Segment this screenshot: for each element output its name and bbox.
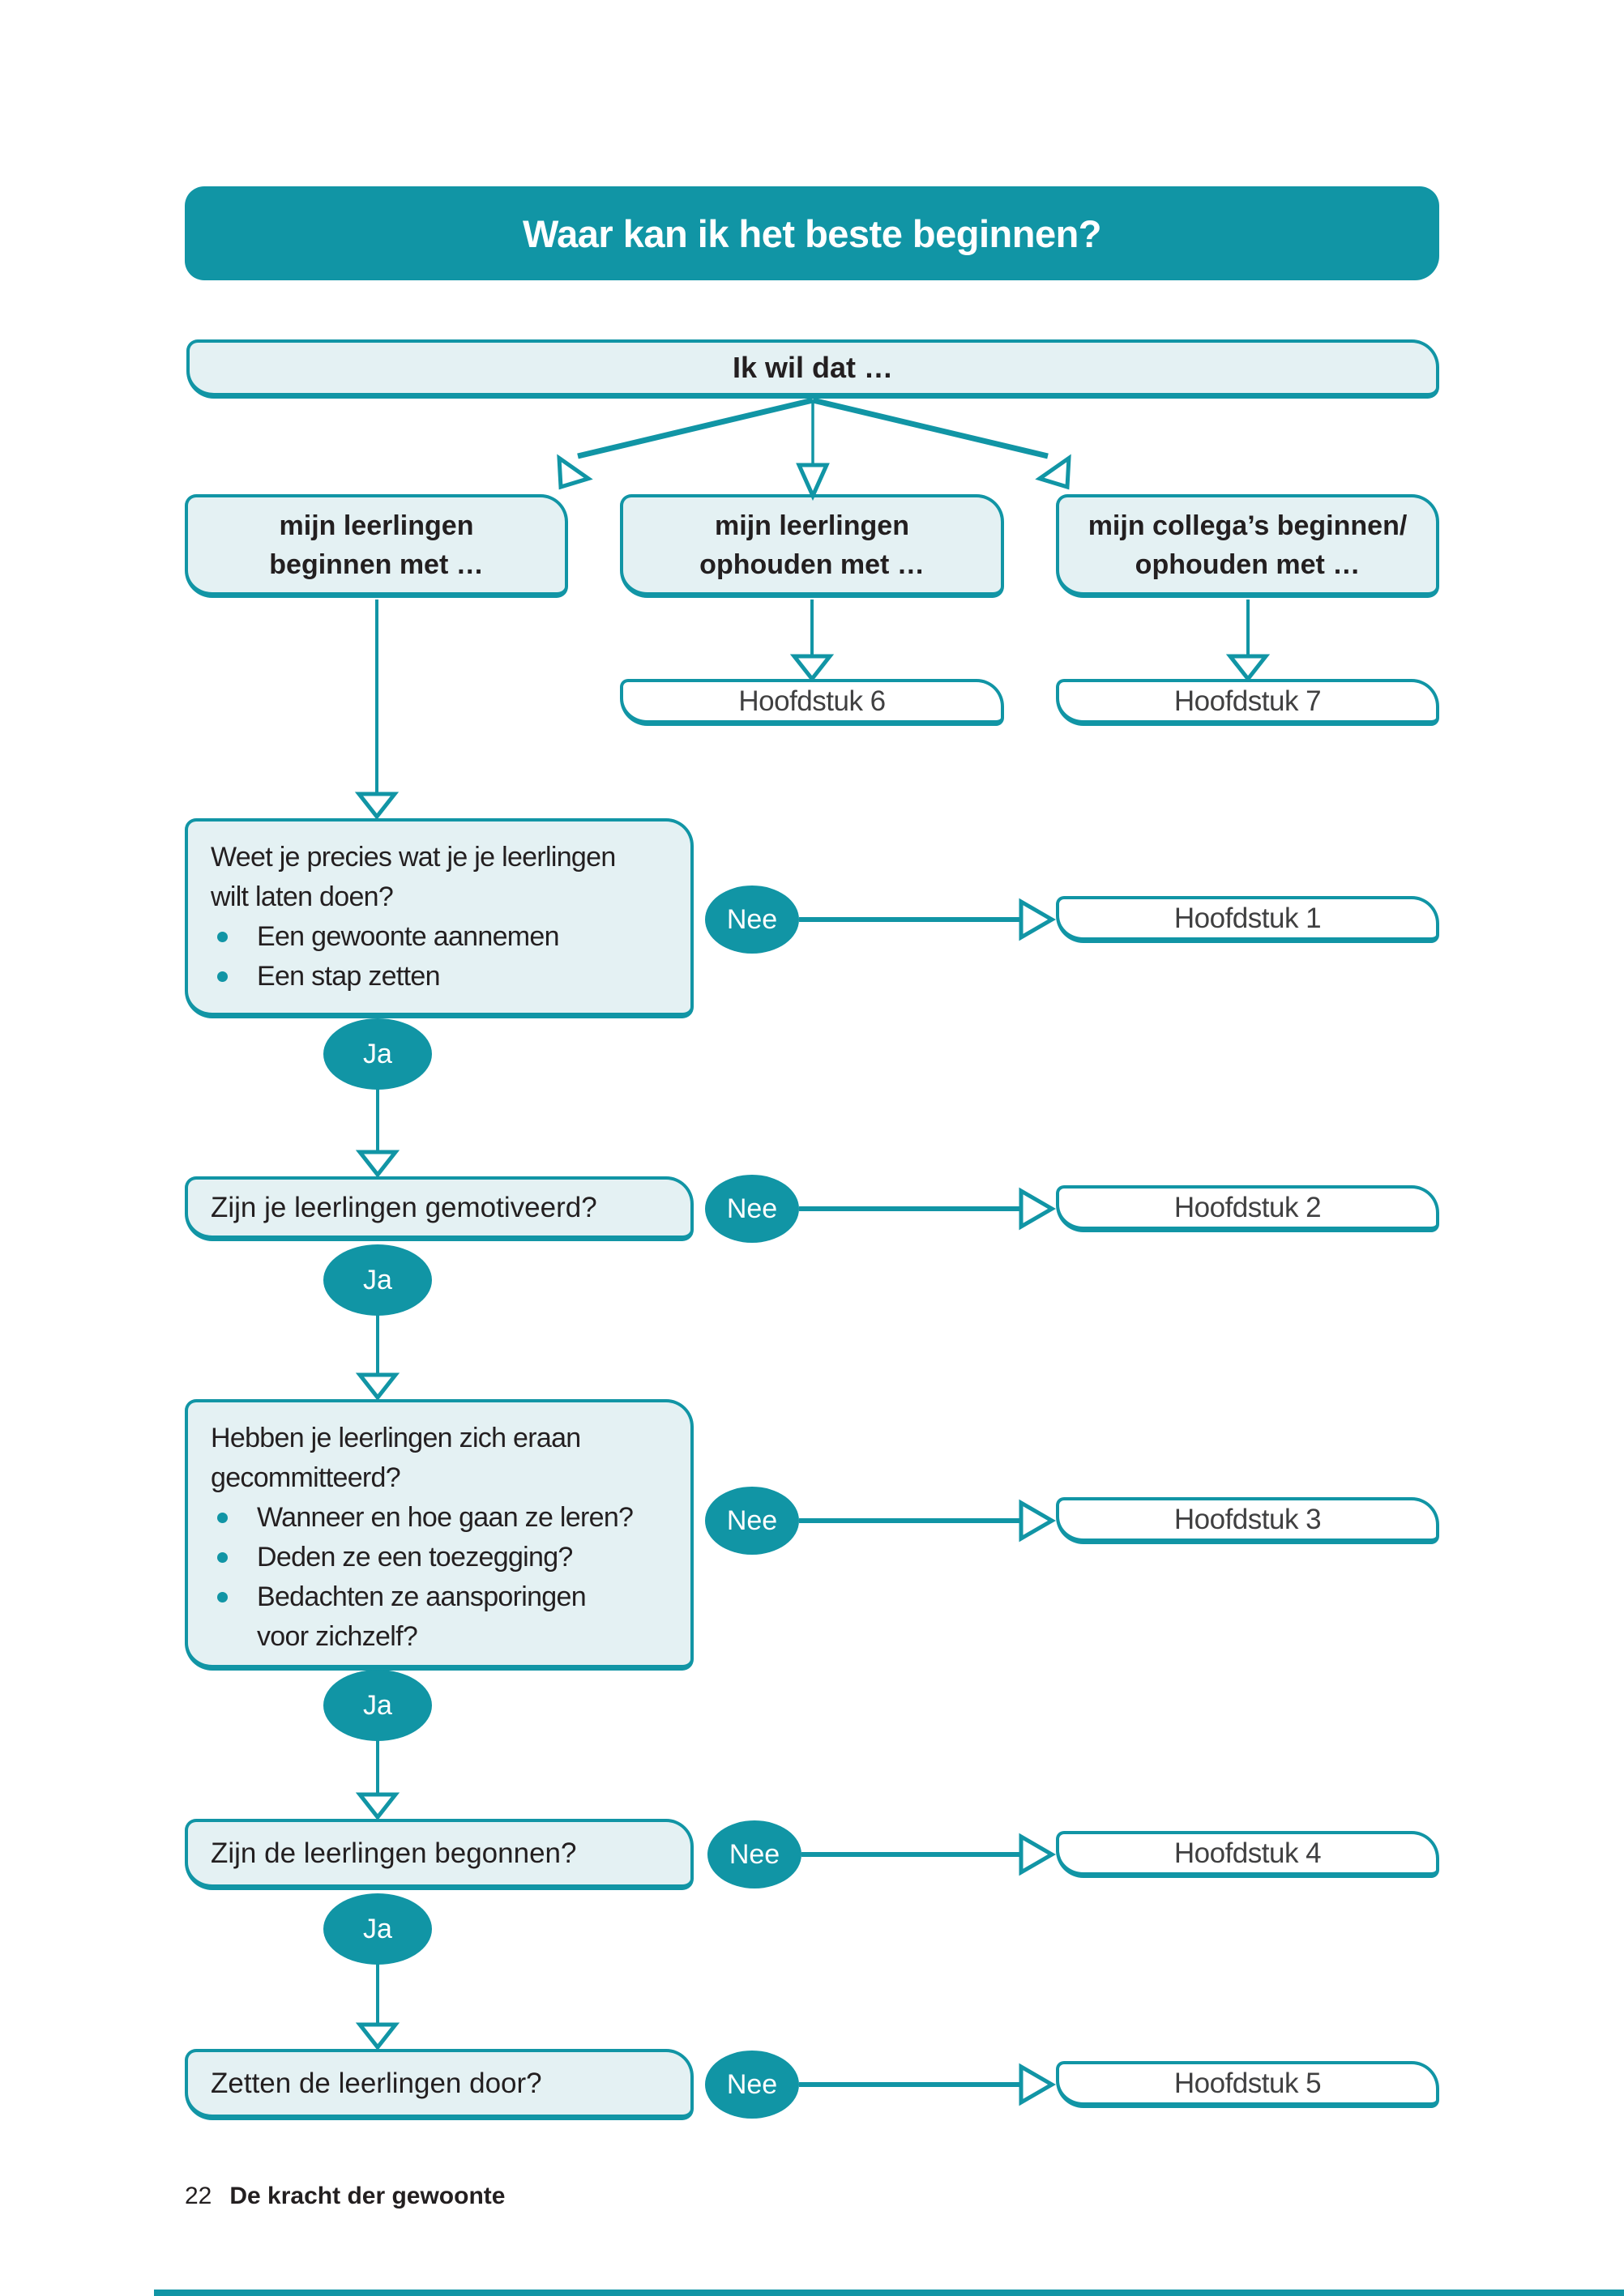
arrowhead-h7	[1225, 654, 1271, 683]
nee-oval-2: Nee	[705, 1175, 799, 1243]
connector-root-left	[577, 397, 814, 459]
chapter-label: Hoofdstuk 7	[1173, 685, 1322, 717]
chapter-label: Hoofdstuk 3	[1173, 1503, 1322, 1535]
nee-oval-1: Nee	[705, 886, 799, 954]
question-box-5: Zetten de leerlingen door?	[185, 2049, 694, 2120]
arrowhead-q1	[354, 792, 400, 821]
question-bullets: Wanneer en hoe gaan ze leren? Deden ze e…	[211, 1498, 674, 1657]
chapter-label: Hoofdstuk 4	[1173, 1837, 1322, 1869]
chapter-box-4: Hoofdstuk 4	[1056, 1831, 1439, 1878]
arrowhead-q2	[355, 1150, 400, 1179]
book-title: De kracht der gewoonte	[229, 2183, 506, 2209]
question-text: Zijn de leerlingen begonnen?	[211, 1837, 577, 1869]
question-text: Hebben je leerlingen zich eraan gecommit…	[211, 1423, 581, 1493]
ja-oval-3: Ja	[323, 1670, 432, 1741]
connector-root-right	[812, 397, 1049, 459]
bullet-icon	[217, 971, 228, 982]
question-box-1: Weet je precies wat je je leerlingen wil…	[185, 818, 694, 1018]
arrowhead-h6	[789, 654, 835, 683]
bullet-icon	[217, 1552, 228, 1563]
arrowhead-middle-branch	[796, 463, 830, 501]
arrowhead-left-branch	[557, 454, 593, 490]
chapter-box-5: Hoofdstuk 5	[1056, 2061, 1439, 2108]
chapter-box-3: Hoofdstuk 3	[1056, 1497, 1439, 1544]
bullet-icon	[217, 932, 228, 942]
bullet-icon	[217, 1513, 228, 1523]
chapter-box-1: Hoofdstuk 1	[1056, 896, 1439, 943]
branch-box-ophouden: mijn leerlingen ophouden met …	[620, 494, 1004, 598]
question-bullets: Een gewoonte aannemen Een stap zetten	[211, 917, 674, 996]
bullet-item: Een gewoonte aannemen	[211, 917, 674, 957]
question-box-4: Zijn de leerlingen begonnen?	[185, 1819, 694, 1890]
arrowhead-h2	[1019, 1187, 1056, 1231]
arrowhead-h4	[1019, 1833, 1056, 1876]
arrowhead-h1	[1019, 898, 1056, 941]
chapter-box-2: Hoofdstuk 2	[1056, 1185, 1439, 1232]
root-box: Ik wil dat …	[186, 339, 1439, 399]
chapter-label: Hoofdstuk 1	[1173, 902, 1322, 934]
question-text: Zetten de leerlingen door?	[211, 2067, 542, 2099]
branch-box-beginnen: mijn leerlingen beginnen met …	[185, 494, 568, 598]
nee-oval-5: Nee	[705, 2051, 799, 2119]
chapter-label: Hoofdstuk 6	[738, 685, 886, 717]
ja-oval-4: Ja	[323, 1893, 432, 1965]
chapter-label: Hoofdstuk 2	[1173, 1191, 1322, 1223]
arrowhead-h3	[1019, 1499, 1056, 1543]
question-box-2: Zijn je leerlingen gemotiveerd?	[185, 1176, 694, 1241]
nee-oval-4: Nee	[707, 1820, 801, 1888]
arrowhead-q5	[355, 2022, 400, 2051]
bullet-item: Bedachten ze aansporingen voor zichzelf?	[211, 1577, 674, 1657]
title-banner: Waar kan ik het beste beginnen?	[185, 186, 1439, 280]
branch-label: mijn leerlingen ophouden met …	[699, 510, 925, 580]
branch-box-collegas: mijn collega’s beginnen/ ophouden met …	[1056, 494, 1439, 598]
arrowhead-q3	[355, 1372, 400, 1402]
bullet-item: Deden ze een toezegging?	[211, 1538, 674, 1577]
bottom-edge-bar	[154, 2290, 1624, 2296]
question-text: Weet je precies wat je je leerlingen wil…	[211, 842, 616, 912]
branch-label: mijn leerlingen beginnen met …	[269, 510, 484, 580]
bullet-item: Een stap zetten	[211, 957, 674, 996]
question-text: Zijn je leerlingen gemotiveerd?	[211, 1191, 597, 1223]
bullet-icon	[217, 1592, 228, 1603]
page-title: Waar kan ik het beste beginnen?	[522, 211, 1102, 255]
ja-oval-2: Ja	[323, 1244, 432, 1316]
arrowhead-q4	[355, 1792, 400, 1821]
ja-oval-1: Ja	[323, 1018, 432, 1090]
page-number: 22	[185, 2183, 212, 2209]
arrowhead-h5	[1019, 2063, 1056, 2106]
branch-label: mijn collega’s beginnen/ ophouden met …	[1088, 510, 1408, 580]
nee-oval-3: Nee	[705, 1487, 799, 1555]
root-label: Ik wil dat …	[732, 351, 894, 384]
bullet-item: Wanneer en hoe gaan ze leren?	[211, 1498, 674, 1538]
arrowhead-right-branch	[1035, 454, 1071, 490]
page-footer: 22 De kracht der gewoonte	[185, 2183, 505, 2210]
chapter-label: Hoofdstuk 5	[1173, 2067, 1322, 2099]
question-box-3: Hebben je leerlingen zich eraan gecommit…	[185, 1399, 694, 1671]
